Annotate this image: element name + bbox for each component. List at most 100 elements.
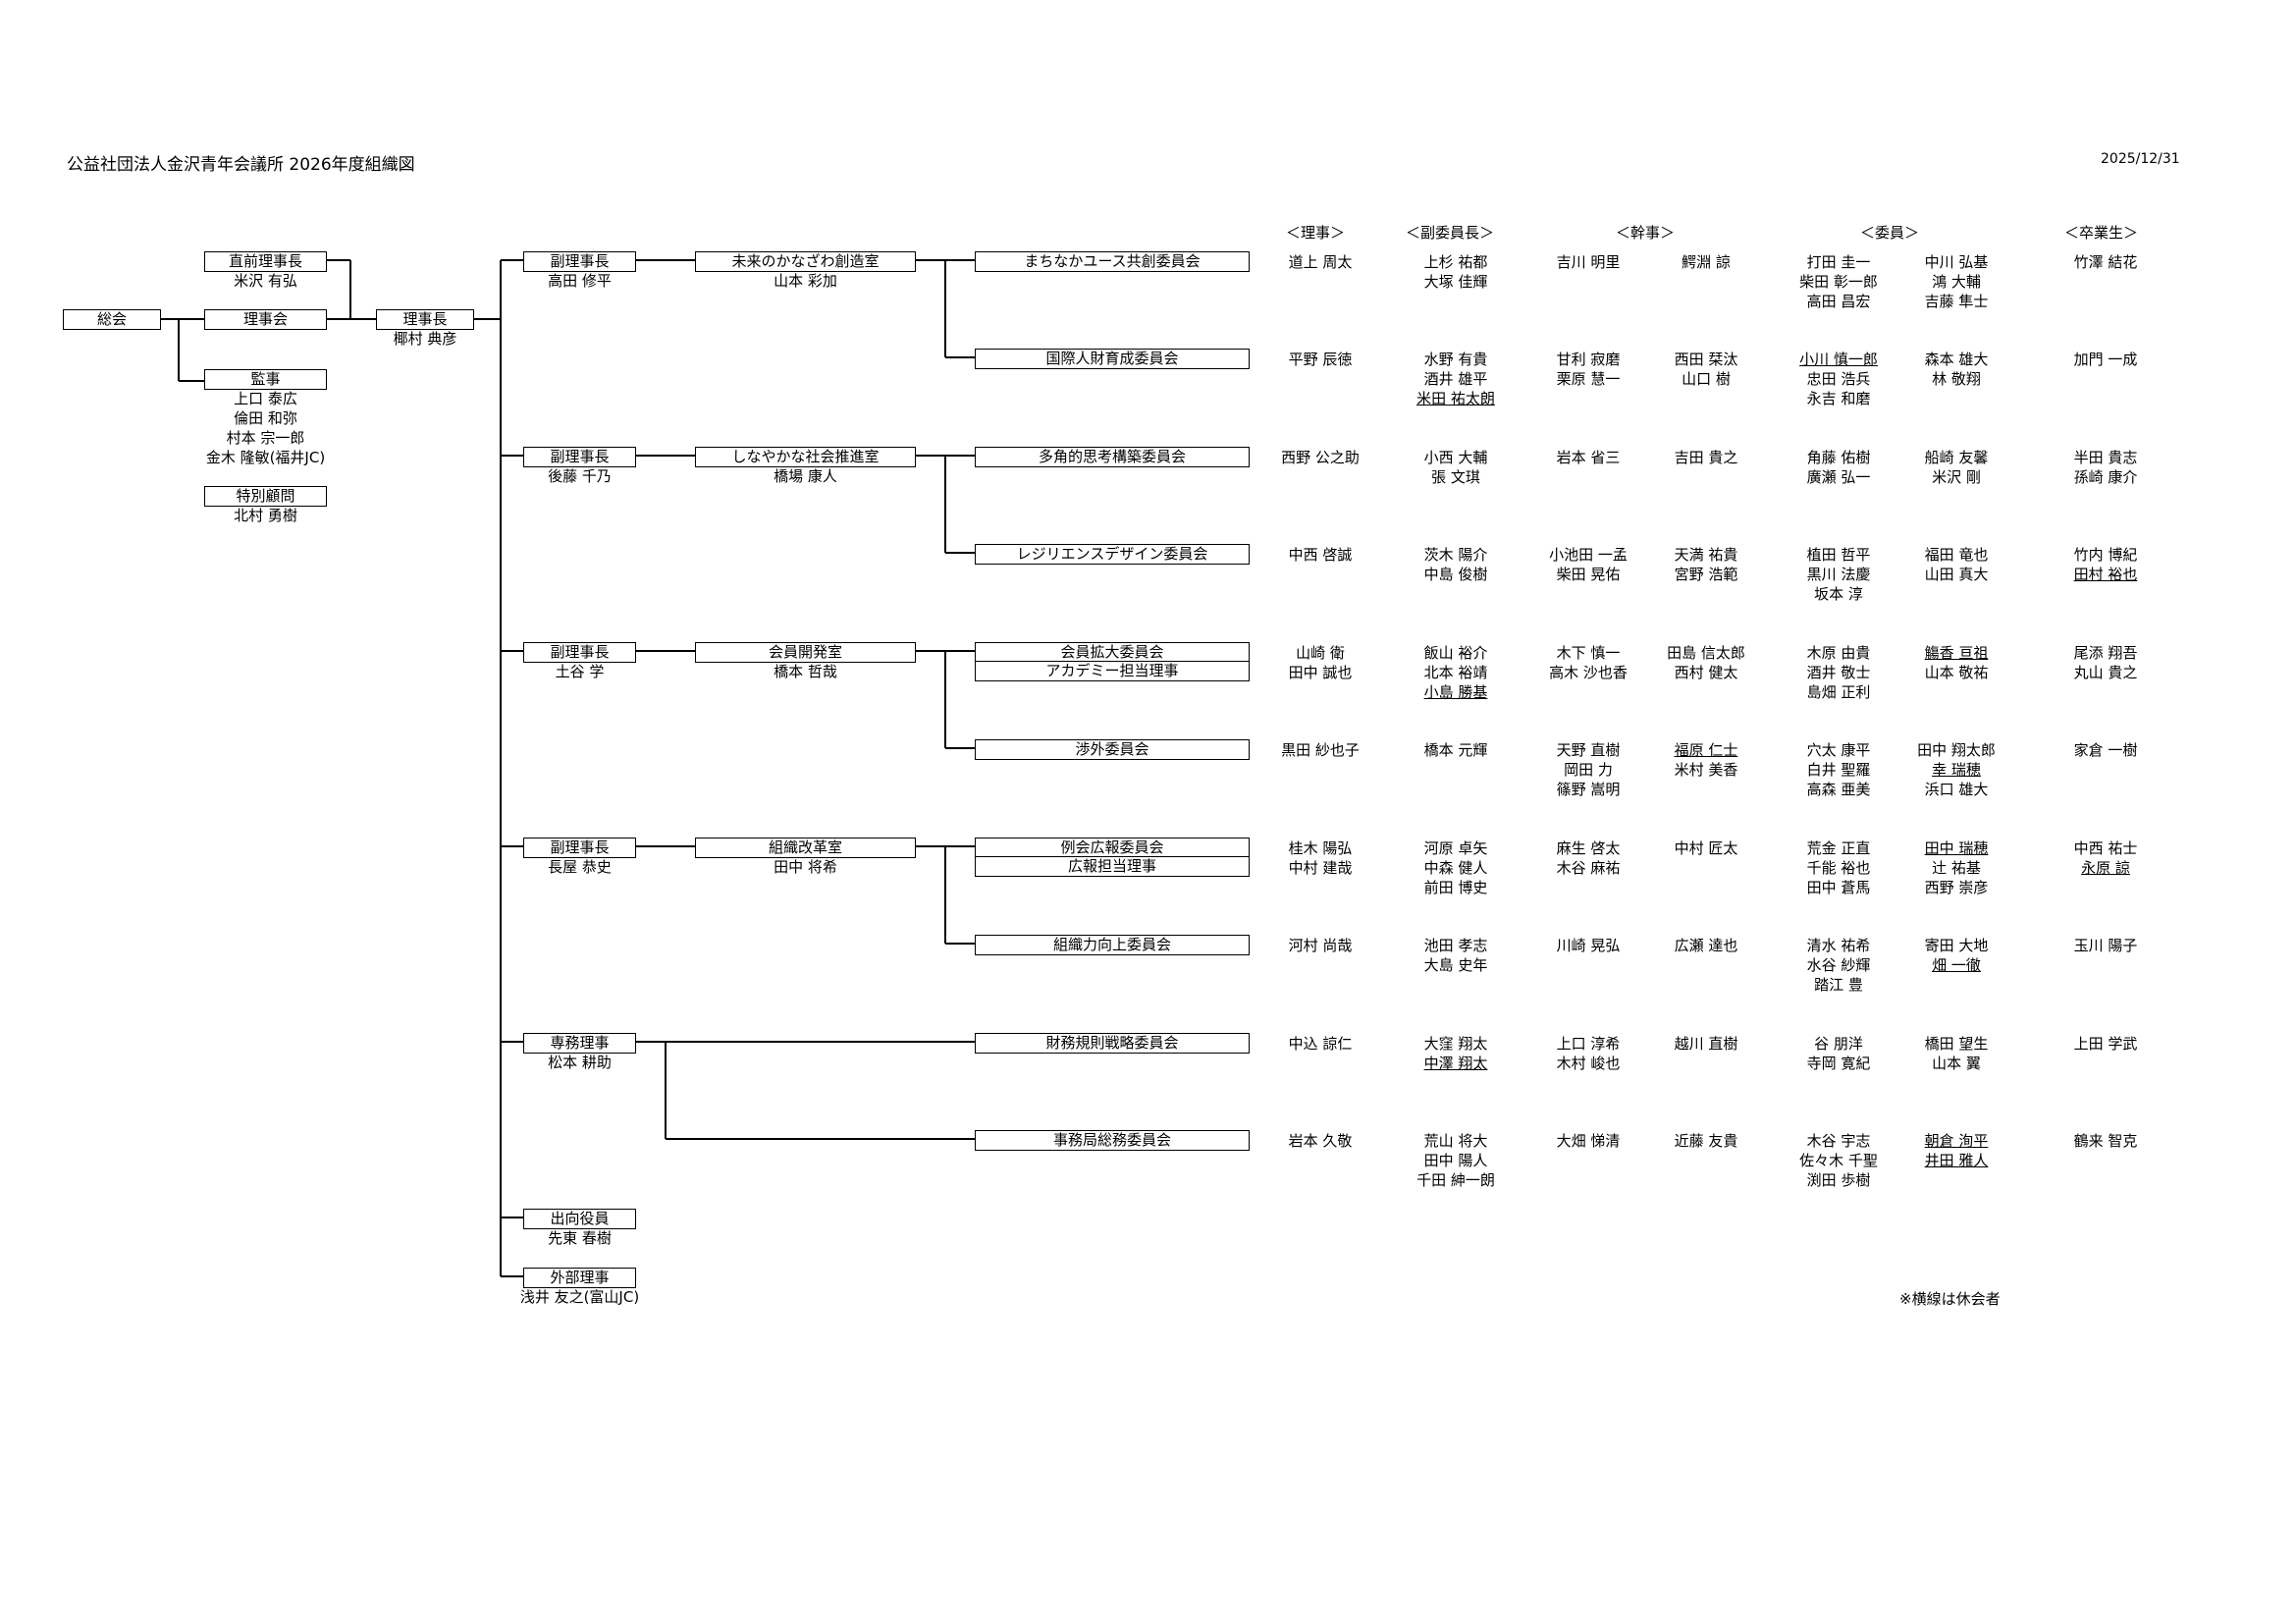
member-name: 酒井 雄平 [1423,370,1488,388]
member-name: 福田 竜也 [1924,546,1989,564]
member-name: 田中 蒼馬 [1806,879,1871,896]
member-name: 寺岡 寛紀 [1806,1055,1871,1072]
vp-1-name: 高田 修平 [548,272,612,290]
member-name: 大島 史年 [1423,956,1488,974]
member-name: 小島 勝基 [1423,683,1488,701]
member-name: 山田 真大 [1924,566,1989,583]
member-cell: 茨木 陽介中島 俊樹 [1397,545,1515,584]
member-cell: 越川 直樹 [1647,1034,1765,1054]
member-name: 田中 瑞穂 [1924,839,1989,857]
member-name: 高田 昌宏 [1806,293,1871,310]
box-room-1: 未来のかなざわ創造室 [695,251,916,272]
member-name: 森本 雄大 [1924,351,1989,368]
member-cell: 岩本 省三 [1529,448,1647,467]
member-name: 加門 一成 [2073,351,2138,368]
tokubetsu-name: 北村 勇樹 [234,507,297,524]
member-cell: 加門 一成 [2047,350,2164,369]
header-sotsugyosei: ＜卒業生＞ [2064,224,2139,242]
member-name: 栗原 慧一 [1556,370,1621,388]
box-committee-8: 組織力向上委員会 [975,935,1250,955]
member-name: 橋本 元輝 [1423,741,1488,759]
member-name: 吉田 貴之 [1674,449,1738,466]
box-committee-7: 例会広報委員会 [975,838,1250,858]
member-cell: 木谷 宇志佐々木 千聖渕田 歩樹 [1780,1131,1897,1190]
member-name: 清水 祐希 [1806,937,1871,954]
member-name: 辻 祐基 [1932,859,1981,877]
member-cell: 河村 尚哉 [1261,936,1379,955]
member-cell: 橋本 元輝 [1397,740,1515,760]
box-academy: アカデミー担当理事 [975,661,1250,681]
member-name: 近藤 友貴 [1674,1132,1738,1150]
member-cell: 尾添 翔吾丸山 貴之 [2047,643,2164,682]
member-name: 天野 直樹 [1556,741,1621,759]
member-cell: 上杉 祐都大塚 佳輝 [1397,252,1515,292]
member-name: 中村 匠太 [1674,839,1738,857]
footnote: ※横線は休会者 [1899,1290,2001,1308]
member-cell: 穴太 康平白井 聖羅高森 亜美 [1780,740,1897,799]
member-cell: 中川 弘基鴻 大輔吉藤 隼士 [1897,252,2015,311]
member-name: 大窪 翔太 [1423,1035,1488,1053]
member-name: 中川 弘基 [1924,253,1989,271]
box-shukko: 出向役員 [523,1209,636,1229]
member-name: 竹内 博紀 [2073,546,2138,564]
member-name: 田村 裕也 [2073,566,2138,583]
member-name: 天満 祐貴 [1674,546,1738,564]
member-name: 廣瀬 弘一 [1806,468,1871,486]
box-rijikai: 理事会 [204,309,327,330]
member-name: 西野 公之助 [1281,449,1360,466]
member-cell: 池田 孝志大島 史年 [1397,936,1515,975]
member-name: 浜口 雄大 [1924,781,1989,798]
member-cell: 水野 有貴酒井 雄平米田 祐太朗 [1397,350,1515,408]
member-name: 中西 祐士 [2073,839,2138,857]
box-vp-1: 副理事長 [523,251,636,272]
member-name: 橋田 望生 [1924,1035,1989,1053]
member-name: 玉川 陽子 [2073,937,2138,954]
member-cell: 小西 大輔張 文琪 [1397,448,1515,487]
member-name: 北本 裕靖 [1423,664,1488,681]
member-name: 中森 健人 [1423,859,1488,877]
room-1-head: 山本 彩加 [774,272,837,290]
member-name: 中島 俊樹 [1423,566,1488,583]
member-name: 中澤 翔太 [1423,1055,1488,1072]
member-name: 西村 健太 [1674,664,1738,681]
member-name: 山口 樹 [1682,370,1731,388]
member-name: 麻生 啓太 [1556,839,1621,857]
member-name: 河村 尚哉 [1288,937,1353,954]
member-name: 山本 敬祐 [1924,664,1989,681]
member-name: 忠田 浩兵 [1806,370,1871,388]
member-name: 米沢 剛 [1932,468,1981,486]
member-cell: 家倉 一樹 [2047,740,2164,760]
member-name: 岡田 力 [1564,761,1613,779]
member-cell: 竹澤 結花 [2047,252,2164,272]
box-senmu: 専務理事 [523,1033,636,1054]
member-name: 鶴来 智克 [2073,1132,2138,1150]
member-name: 田中 翔太郎 [1917,741,1996,759]
member-name: 西田 栞汰 [1674,351,1738,368]
member-name: 張 文琪 [1431,468,1480,486]
member-cell: 岩本 久敬 [1261,1131,1379,1151]
member-name: 打田 圭一 [1806,253,1871,271]
member-name: 谷 朋洋 [1814,1035,1863,1053]
member-name: 中西 啓誠 [1288,546,1353,564]
header-fuku-iincho: ＜副委員長＞ [1406,224,1495,242]
member-name: 千能 裕也 [1806,859,1871,877]
header-iin: ＜委員＞ [1860,224,1920,242]
member-name: 山本 翼 [1932,1055,1981,1072]
box-chokuzen: 直前理事長 [204,251,327,272]
page-title: 公益社団法人金沢青年会議所 2026年度組織図 [67,155,415,175]
member-name: 觴香 亘祖 [1924,644,1989,662]
vp-2-name: 後藤 千乃 [548,467,612,485]
member-name: 上杉 祐都 [1423,253,1488,271]
member-name: 畑 一徹 [1932,956,1981,974]
member-name: 川崎 晃弘 [1556,937,1621,954]
room-2-head: 橋場 康人 [774,467,837,485]
member-name: 広瀬 達也 [1674,937,1738,954]
member-name: 半田 貴志 [2073,449,2138,466]
box-committee-6: 渉外委員会 [975,739,1250,760]
member-name: 飯山 裕介 [1423,644,1488,662]
kanji-name: 金木 隆敏(福井JC) [205,449,326,466]
box-committee-3: 多角的思考構築委員会 [975,447,1250,467]
member-name: 田中 陽人 [1423,1152,1488,1169]
member-cell: 船崎 友馨米沢 剛 [1897,448,2015,487]
box-room-4: 組織改革室 [695,838,916,858]
